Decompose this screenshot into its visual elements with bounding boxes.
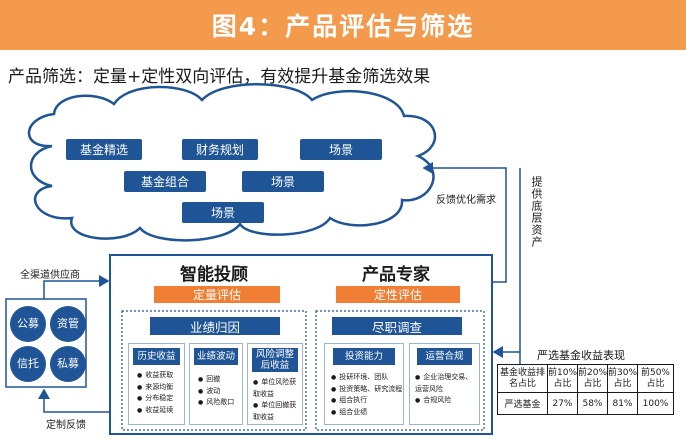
cloud-item-scenario-2: 场景 <box>242 171 324 192</box>
card-bullet: 企业治理交易、运营风险 <box>415 372 477 395</box>
card-title: 运营合规 <box>417 348 472 365</box>
cloud-item-fund-selection: 基金精选 <box>66 139 142 160</box>
table-cell: 严选基金 <box>497 392 548 415</box>
table-header-cell: 前50%占比 <box>637 364 674 393</box>
card-bullet: 投资策略、研究流程 <box>331 384 402 396</box>
cloud-item-scenario-1: 场景 <box>300 139 382 160</box>
table-title: 严选基金收益表现 <box>537 349 625 362</box>
cloud-item-financial-planning: 财务规划 <box>182 139 258 160</box>
table-header-row: 基金收益排名占比 前10%占比 前20%占比 前30%占比 前50%占比 <box>497 364 674 393</box>
table-header-cell: 基金收益排名占比 <box>497 364 548 393</box>
card-bullet: 组合执行 <box>331 395 402 407</box>
source-asset-mgmt: 资管 <box>50 306 86 342</box>
left-panel-bar: 定量评估 <box>154 286 280 303</box>
source-public-fund: 公募 <box>10 306 46 342</box>
right-dotted-panel <box>315 310 485 431</box>
card-bullet: 单位风险获取收益 <box>253 377 299 400</box>
right-panel-sub-bar: 尽职调查 <box>332 317 462 335</box>
supply-arrow <box>43 275 110 299</box>
card-bullet: 回撤 <box>198 374 234 386</box>
table-header-cell: 前30%占比 <box>607 364 638 393</box>
left-panel-title: 智能投顾 <box>180 265 248 285</box>
source-trust: 信托 <box>10 346 46 382</box>
card-bullet: 收益获取 <box>137 370 173 382</box>
table-cell: 58% <box>577 392 608 415</box>
left-dotted-panel <box>121 310 307 431</box>
assets-arrow <box>492 346 521 364</box>
card-title: 投资能力 <box>333 348 395 365</box>
provide-assets-label: 提供底层资产 <box>530 176 543 248</box>
card-investment-capability: 投资能力 投研环境、团队 投资策略、研究流程 组合执行 组合业绩 <box>324 343 404 425</box>
page-title: 图4：产品评估与筛选 <box>211 12 475 41</box>
left-panel-sub-bar: 业绩归因 <box>150 317 280 335</box>
table-row: 严选基金 27% 58% 81% 100% <box>497 392 674 415</box>
header-banner: 图4：产品评估与筛选 <box>0 0 686 50</box>
table-cell: 100% <box>637 392 674 415</box>
card-title: 风险调整后收益 <box>252 348 298 372</box>
feedback-arrow <box>38 388 110 413</box>
card-operation-compliance: 运营合规 企业治理交易、运营风险 合规风险 <box>409 343 480 425</box>
card-historical-return: 历史收益 收益获取 来源均衡 分布稳定 收益延续 <box>128 343 185 425</box>
card-bullet: 单位回撤获取收益 <box>253 400 299 423</box>
card-title: 业绩波动 <box>194 348 238 365</box>
card-volatility: 业绩波动 回撤 波动 风险敞口 <box>189 343 243 425</box>
cloud-item-scenario-3: 场景 <box>182 202 264 223</box>
cloud-item-fund-portfolio: 基金组合 <box>124 171 206 192</box>
table-header-cell: 前10%占比 <box>547 364 578 393</box>
card-bullet: 风险敞口 <box>198 397 234 409</box>
cloud-shape <box>27 83 437 242</box>
card-bullet: 投研环境、团队 <box>331 372 402 384</box>
card-bullet: 波动 <box>198 386 234 398</box>
card-bullet: 合规风险 <box>415 395 477 407</box>
card-bullet: 来源均衡 <box>137 382 173 394</box>
feedback-optimize-label: 反馈优化需求 <box>436 195 496 206</box>
card-bullet: 收益延续 <box>137 405 173 417</box>
subtitle: 产品筛选：定量+定性双向评估，有效提升基金筛选效果 <box>8 67 431 87</box>
card-bullet: 组合业绩 <box>331 407 402 419</box>
table-header-cell: 前20%占比 <box>577 364 608 393</box>
source-private-fund: 私募 <box>50 346 86 382</box>
card-risk-adjusted: 风险调整后收益 单位风险获取收益 单位回撤获取收益 <box>247 343 303 425</box>
all-channel-supply-label: 全渠道供应商 <box>20 270 80 281</box>
table-cell: 81% <box>607 392 638 415</box>
optimize-arrow <box>422 162 507 283</box>
table-cell: 27% <box>547 392 578 415</box>
customized-feedback-label: 定制反馈 <box>46 420 86 431</box>
card-bullet: 分布稳定 <box>137 393 173 405</box>
right-panel-title: 产品专家 <box>362 265 430 285</box>
performance-table: 基金收益排名占比 前10%占比 前20%占比 前30%占比 前50%占比 严选基… <box>497 364 674 415</box>
right-panel-bar: 定性评估 <box>336 286 460 303</box>
card-title: 历史收益 <box>133 348 180 365</box>
